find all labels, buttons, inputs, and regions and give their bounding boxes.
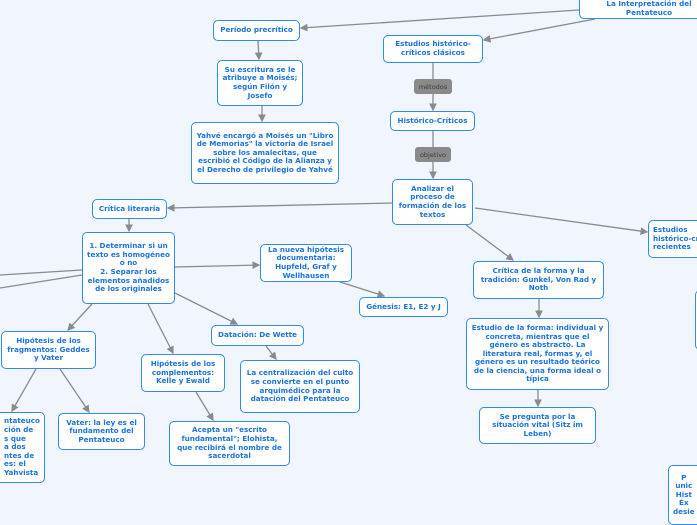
node-genesis[interactable]: Génesis: E1, E2 y J xyxy=(359,297,448,317)
node-centralizacion[interactable]: La centralización del culto se convierte… xyxy=(240,360,360,413)
node-critica-forma[interactable]: Crítica de la forma y la tradición: Gunk… xyxy=(473,261,604,299)
node-estudios-clasicos[interactable]: Estudios histórico-críticos clásicos xyxy=(383,35,483,63)
node-datacion[interactable]: Datación: De Wette xyxy=(211,325,304,346)
label-objetivo: objetivo xyxy=(415,147,451,162)
node-nueva-hipotesis[interactable]: La nueva hipótesis documentaria: Hupfeld… xyxy=(260,244,352,282)
node-historico-criticos[interactable]: Histórico-Críticos xyxy=(390,111,475,131)
node-periodo-precritico[interactable]: Período precrítico xyxy=(213,20,300,41)
node-libro-memorias[interactable]: Yahvé encargó a Moisés un "Libro de Memo… xyxy=(191,122,339,184)
node-situacion-vital[interactable]: Se pregunta por la situación vital (Sitz… xyxy=(479,407,596,444)
node-vater[interactable]: Vater: la ley es el fundamento del Penta… xyxy=(58,413,145,450)
node-determinar[interactable]: 1. Determinar si un texto es homogéneo o… xyxy=(82,232,175,304)
node-complementos[interactable]: Hipótesis de los complementos: Kelle y E… xyxy=(141,354,225,392)
node-escritura-moises[interactable]: Su escritura se le atribuye a Moisés; se… xyxy=(217,60,303,106)
node-estudio-forma[interactable]: Estudio de la forma: individual y concre… xyxy=(466,318,609,390)
node-estudios-recientes[interactable]: Estudios histórico-críticos recientes xyxy=(648,220,697,258)
node-acepta[interactable]: Acepta un "escrito fundamental"; Elohist… xyxy=(169,421,290,466)
node-fragmentos[interactable]: Hipótesis de los fragmentos: Geddes y Va… xyxy=(1,331,96,369)
node-analizar[interactable]: Analizar el proceso de formación de los … xyxy=(392,179,473,225)
label-metodos: métodos xyxy=(414,79,452,94)
node-root[interactable]: La Interpretación del Pentateuco xyxy=(579,0,697,19)
node-critica-literaria[interactable]: Crítica literaria xyxy=(92,199,167,219)
node-bottom-right[interactable]: P unic Hist Éx desie xyxy=(668,465,697,525)
node-left-clipped[interactable]: ntateuco ción de s que a dos ntes de es:… xyxy=(0,412,45,483)
